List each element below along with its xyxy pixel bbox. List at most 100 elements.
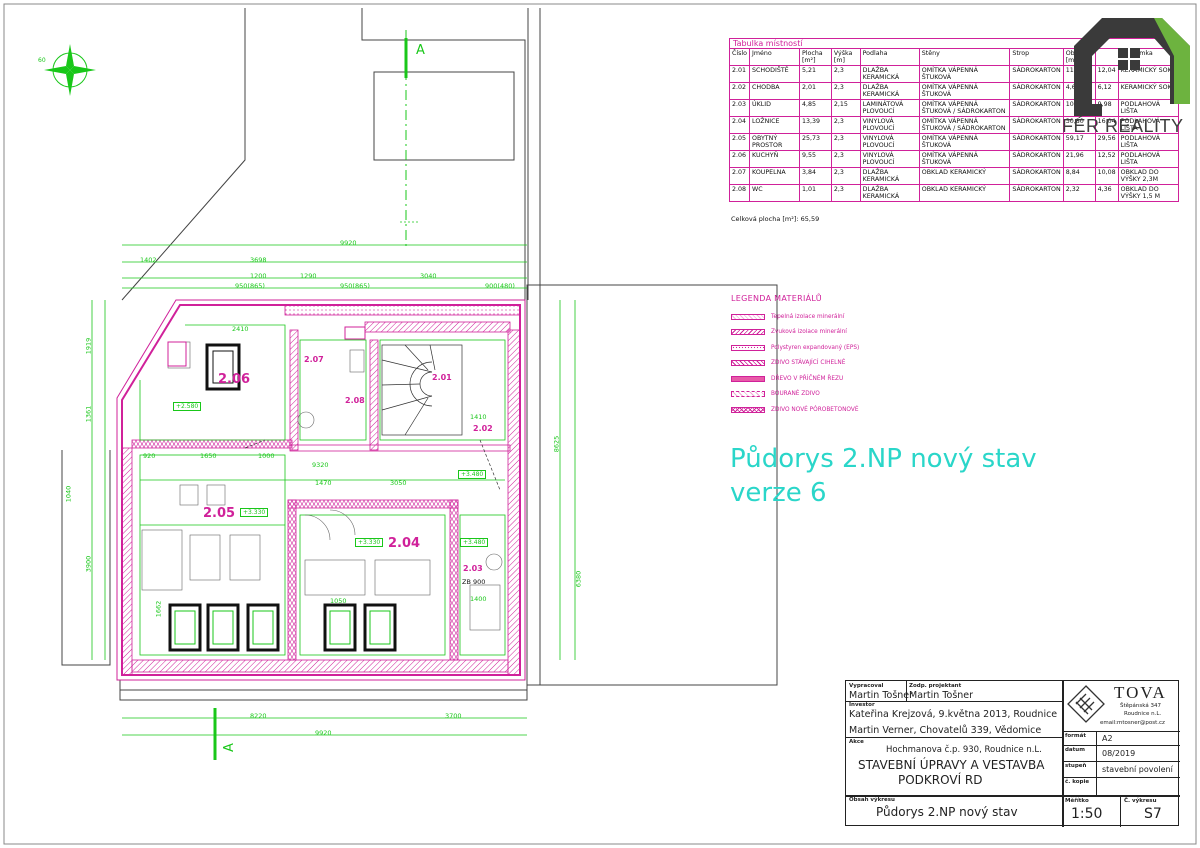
tb-datum-label: datum (1065, 747, 1085, 753)
room-table-header-cell: Stěny (918, 48, 1011, 66)
room-table-cell: 25,73 (798, 133, 832, 151)
tb-company-addr1: Štěpánská 347 (1120, 703, 1161, 709)
legend-swatch (731, 391, 765, 397)
room-table-cell: 2,3 (830, 133, 861, 151)
tb-akce-address: Hochmanova č.p. 930, Roudnice n.L. (886, 745, 1042, 755)
room-table-cell: OMÍTKA VÁPENNÁ ŠTUKOVÁ (918, 133, 1011, 151)
kitchen-counter (167, 326, 366, 367)
tb-akce1: STAVEBNÍ ÚPRAVY A VESTAVBA (858, 758, 1045, 772)
room-table-cell: OBYTNÝ PROSTOR (749, 133, 800, 151)
room-table-cell: 2.07 (728, 167, 751, 185)
dimension-text: 900(480) (485, 282, 515, 290)
room-table-cell: ÚKLID (749, 99, 800, 117)
room-table-cell: SÁDROKARTON (1009, 82, 1064, 100)
legend-swatch (731, 313, 765, 320)
room-table-cell: VINYLOVÁ PLOVOUCÍ (859, 150, 920, 168)
tb-vykres: S7 (1144, 806, 1162, 822)
dimension-text: 9920 (315, 729, 332, 737)
room-table-cell: WC (749, 184, 800, 202)
level-mark: +3.480 (458, 470, 487, 479)
level-mark: +3.480 (460, 538, 489, 547)
dimension-text: 1361 (84, 405, 93, 423)
room-table-cell: 2,01 (798, 82, 832, 100)
room-table-cell: 2.06 (728, 150, 751, 168)
room-table-cell: SÁDROKARTON (1009, 150, 1064, 168)
section-line-a: A A (213, 30, 425, 760)
dimension-text: 9320 (312, 461, 329, 469)
room-table-cell: DLAŽBA KERAMICKÁ (859, 65, 920, 83)
svg-text:60: 60 (38, 57, 46, 64)
room-number-2-03: 2.03 (463, 564, 483, 573)
legend-item: DŘEVO V PŘÍČNÉM ŘEZU (731, 374, 843, 383)
legend-label: Zvuková izolace minerální (771, 329, 847, 335)
tb-vypracoval: Martin Tošner (849, 690, 914, 701)
room-table-cell: VINYLOVÁ PLOVOUCÍ (859, 133, 920, 151)
tb-company-email: email:mtosner@post.cz (1100, 720, 1165, 726)
north-arrow-icon: 60 (38, 44, 96, 96)
room-table-cell: CHODBA (749, 82, 800, 100)
level-mark: +2.580 (173, 402, 202, 411)
tb-investor: Kateřina Krejzová, 9.května 2013, Roudni… (849, 709, 1058, 720)
tb-company-addr2: Roudnice n.L. (1124, 711, 1162, 717)
room-table-cell: 3,84 (798, 167, 832, 185)
room-number-2-02: 2.02 (473, 424, 493, 433)
room-outlines (139, 324, 506, 656)
room-table-cell: SÁDROKARTON (1009, 116, 1064, 134)
room-table-cell: KOUPELNA (749, 167, 800, 185)
legend-label: ZDIVO NOVÉ PÓROBETONOVÉ (771, 406, 859, 413)
room-table-cell: 12,52 (1094, 150, 1119, 168)
room-table-cell: 2,3 (830, 116, 861, 134)
dimension-text: 3040 (420, 272, 437, 280)
dimension-text: 1470 (315, 479, 332, 487)
tb-meritko-label: Měřítko (1065, 798, 1089, 804)
room-number-2-01: 2.01 (432, 373, 452, 382)
legend-item: BOURANÉ ZDIVO (731, 390, 820, 399)
dimension-text: 3698 (250, 256, 267, 264)
tb-company: TOVA (1114, 683, 1167, 702)
tova-logo-icon (1067, 685, 1105, 723)
tb-investor2: Martin Verner, Chovatelů 339, Vědomice (849, 725, 1042, 736)
room-number-2-05: 2.05 (203, 506, 236, 521)
tb-zodp: Martin Tošner (909, 690, 974, 701)
room-table-cell: OMÍTKA VÁPENNÁ ŠTUKOVÁ / SÁDROKARTON (918, 99, 1011, 117)
room-table-cell: OBKLAD DO VÝŠKY 2,3M (1117, 167, 1180, 185)
room-table-cell: DLAŽBA KERAMICKÁ (859, 167, 920, 185)
fer-reality-logo (1074, 18, 1190, 116)
legend-swatch (731, 344, 765, 351)
room-table-cell: 1,01 (798, 184, 832, 202)
room-table-cell: 10,08 (1094, 167, 1119, 185)
room-table-header-cell: Jméno (749, 48, 800, 66)
dimension-text: 1200 (250, 272, 267, 280)
room-table-header-cell: Podlaha (859, 48, 920, 66)
room-table-cell: OMÍTKA VÁPENNÁ ŠTUKOVÁ (918, 82, 1011, 100)
legend-swatch (731, 329, 765, 335)
dimension-text: 1919 (84, 337, 93, 355)
logo-text: FÉR REALITY (1062, 116, 1184, 136)
svg-text:A: A (416, 43, 425, 58)
room-table-cell: 2.05 (728, 133, 751, 151)
room-table-cell: SÁDROKARTON (1009, 167, 1064, 185)
room-table-cell: 2,3 (830, 184, 861, 202)
dimension-text: 3050 (390, 479, 407, 487)
dimension-text: 2410 (232, 325, 249, 333)
skylight-icon (168, 343, 397, 652)
room-table-cell: 9,55 (798, 150, 832, 168)
room-table-cell: 2.01 (728, 65, 751, 83)
tb-obsah: Půdorys 2.NP nový stav (876, 805, 1018, 819)
legend-item: Polystyren expandovaný (EPS) (731, 343, 859, 352)
room-number-2-07: 2.07 (304, 355, 324, 364)
room-table-cell: 4,85 (798, 99, 832, 117)
dimension-text: 9920 (340, 239, 357, 247)
room-table-cell: KUCHYŇ (749, 150, 800, 168)
level-mark: +3.330 (240, 508, 269, 517)
dimension-text: 3700 (445, 712, 462, 720)
legend-label: Tepelná izolace minerální (771, 313, 845, 320)
legend-label: DŘEVO V PŘÍČNÉM ŘEZU (771, 375, 844, 382)
room-table-header-cell: Plocha [m²] (798, 48, 832, 66)
room-table-cell: 21,96 (1062, 150, 1096, 168)
dimension-text: 1400 (470, 595, 487, 603)
